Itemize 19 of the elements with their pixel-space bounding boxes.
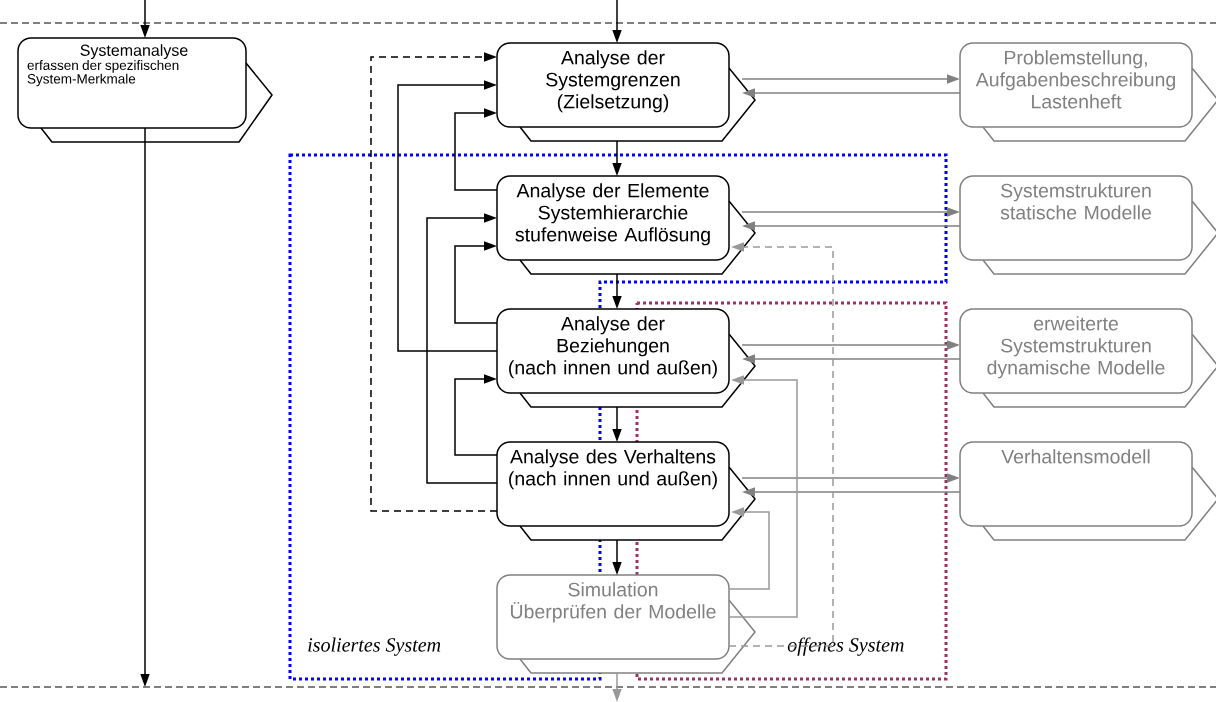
arrow xyxy=(426,213,498,484)
arrow xyxy=(370,52,498,512)
process-box: Analyse des Verhaltens (nach innen und außen) xyxy=(496,441,756,541)
arrow xyxy=(728,242,834,647)
process-box: Systemanalyse erfassen der spezifischen System-Merkmale xyxy=(17,37,273,143)
process-box: Systemstrukturen statische Modelle xyxy=(959,175,1216,275)
arrow xyxy=(454,374,498,456)
process-box: Analyse der Beziehungen (nach innen und außen) xyxy=(496,308,756,408)
arrow xyxy=(454,241,498,324)
process-box: Problemstellung, Aufgabenbeschreibung Lastenheft xyxy=(959,42,1216,142)
process-box: Analyse der Systemgrenzen (Zielsetzung) xyxy=(496,42,756,142)
arrow xyxy=(728,375,798,618)
arrow xyxy=(397,80,498,352)
process-box: erweiterte Systemstrukturen dynamische Modelle xyxy=(959,308,1216,408)
arrow xyxy=(454,108,498,191)
process-box: Simulation Überprüfen der Modelle xyxy=(496,574,756,674)
process-box: Verhaltensmodell xyxy=(959,441,1216,541)
process-box: Analyse der Elemente Systemhierarchie stufenweise Auflösung xyxy=(496,175,756,275)
arrow xyxy=(728,507,770,590)
